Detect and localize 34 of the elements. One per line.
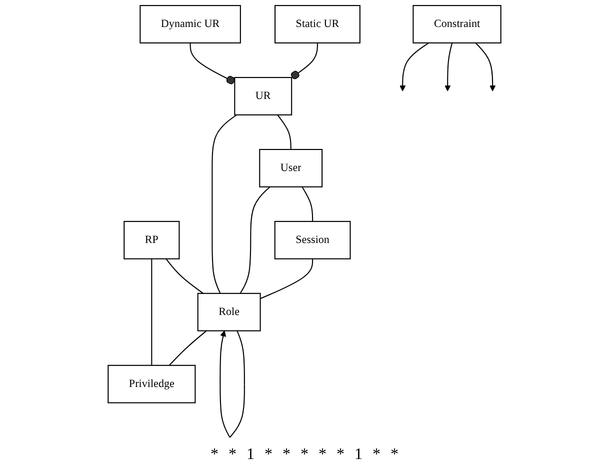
multiplicity-label: *	[228, 446, 236, 464]
connector	[166, 258, 204, 294]
node-box: Priviledge	[108, 364, 196, 404]
connector	[277, 114, 292, 150]
connector	[302, 186, 314, 222]
multiplicity-label: *	[318, 446, 326, 464]
arrow	[475, 42, 496, 92]
arrow	[220, 330, 245, 438]
multiplicity-label: *	[300, 446, 308, 464]
connector	[168, 330, 207, 366]
connector	[290, 42, 318, 80]
arrow	[400, 42, 430, 92]
node-box: Session	[274, 220, 351, 260]
connector	[260, 258, 314, 300]
node-box: UR	[234, 76, 292, 116]
node-box: Dynamic UR	[140, 5, 241, 44]
arrow	[444, 42, 453, 92]
node-box: Static UR	[274, 5, 360, 44]
multiplicity-label: *	[336, 446, 344, 464]
connector	[240, 186, 270, 294]
connector	[151, 258, 152, 366]
multiplicity-label: 1	[246, 446, 254, 464]
node-box: Constraint	[412, 5, 502, 44]
connector	[212, 114, 237, 294]
multiplicity-label: *	[264, 446, 272, 464]
connector	[190, 42, 235, 84]
multiplicity-label: *	[372, 446, 380, 464]
multiplicity-label: 1	[354, 446, 362, 464]
node-box: Role	[197, 292, 261, 332]
multiplicity-label: *	[210, 446, 218, 464]
multiplicity-label: *	[390, 446, 398, 464]
multiplicity-label: *	[282, 446, 290, 464]
node-box: User	[259, 148, 323, 188]
node-box: RP	[124, 220, 180, 260]
